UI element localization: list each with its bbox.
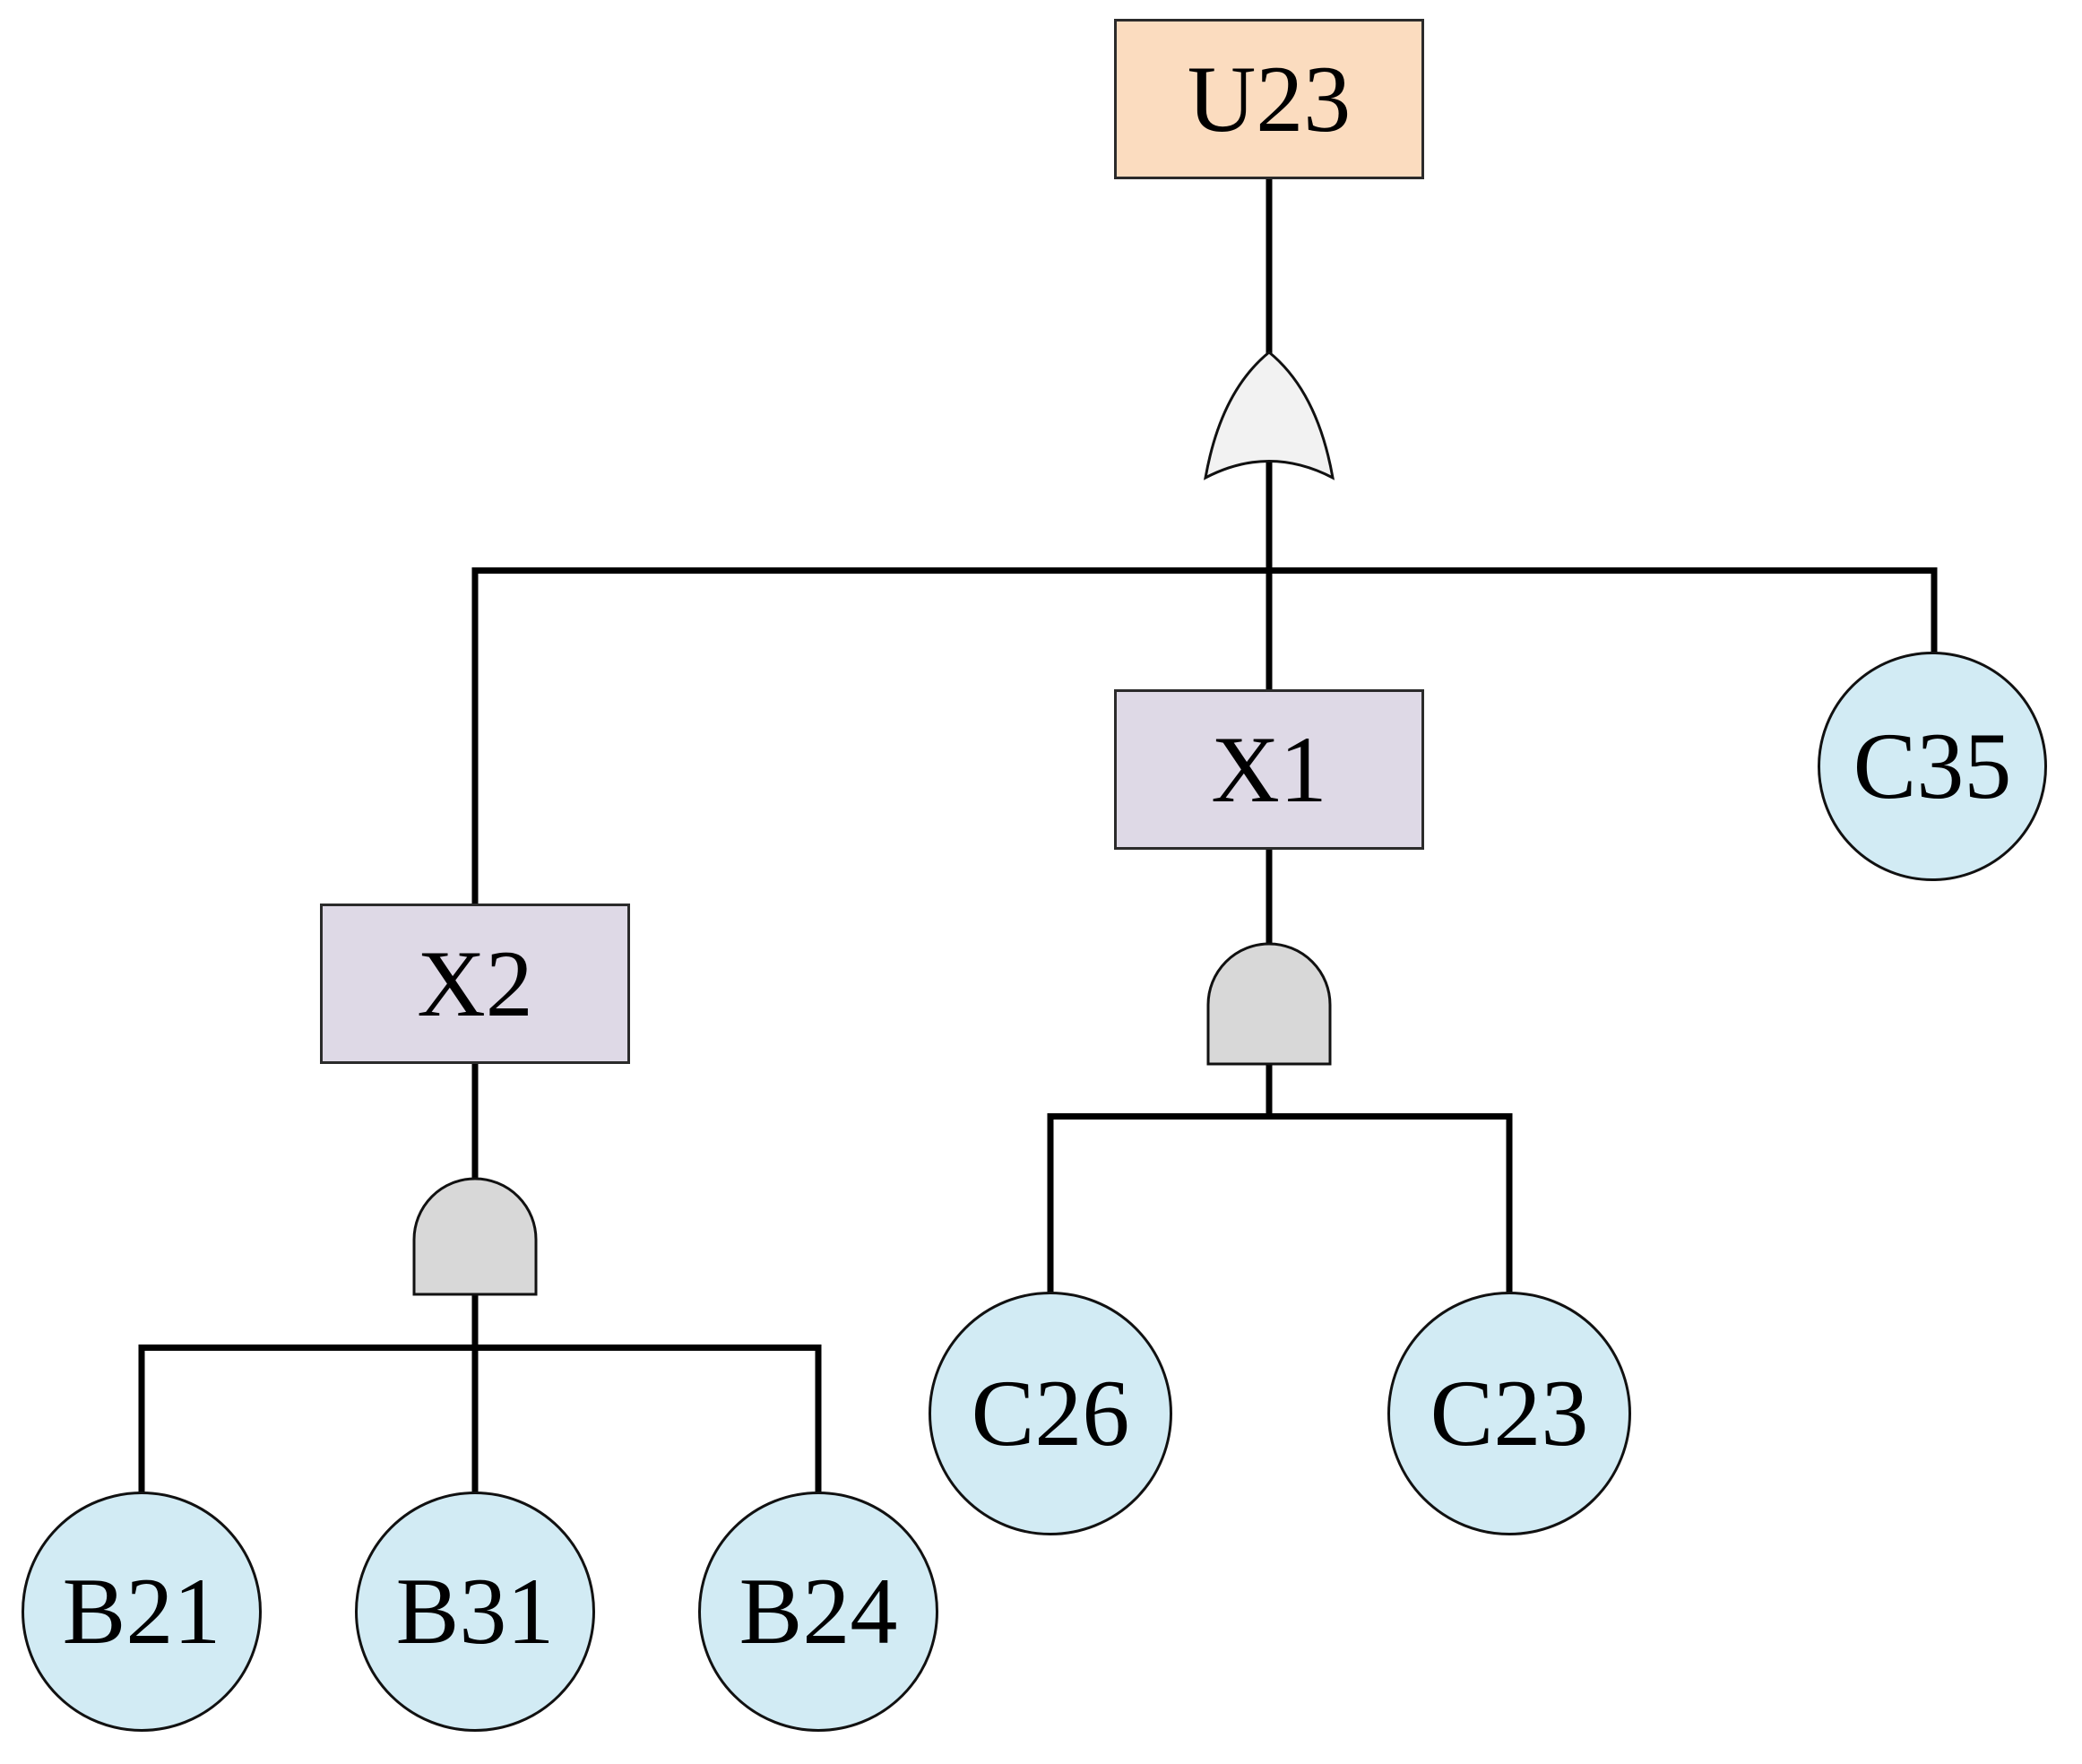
or-gate-icon bbox=[1203, 350, 1335, 480]
node-top-event-u23: U23 bbox=[1114, 19, 1424, 179]
node-basic-event-c23: C23 bbox=[1387, 1292, 1631, 1535]
node-basic-event-b24: B24 bbox=[698, 1492, 938, 1732]
connector-x2-branch bbox=[138, 1345, 822, 1494]
node-intermediate-event-x1: X1 bbox=[1114, 689, 1424, 850]
node-basic-event-b31: B31 bbox=[355, 1492, 595, 1732]
connector-top-branch bbox=[471, 567, 1938, 906]
connector-x1-branch bbox=[1047, 1113, 1513, 1294]
node-basic-event-c35: C35 bbox=[1818, 652, 2047, 881]
node-basic-event-b21: B21 bbox=[22, 1492, 262, 1732]
and-gate-x2-icon bbox=[412, 1177, 538, 1296]
and-gate-x1-icon bbox=[1206, 942, 1332, 1066]
node-basic-event-c26: C26 bbox=[929, 1292, 1172, 1535]
node-intermediate-event-x2: X2 bbox=[320, 904, 630, 1064]
